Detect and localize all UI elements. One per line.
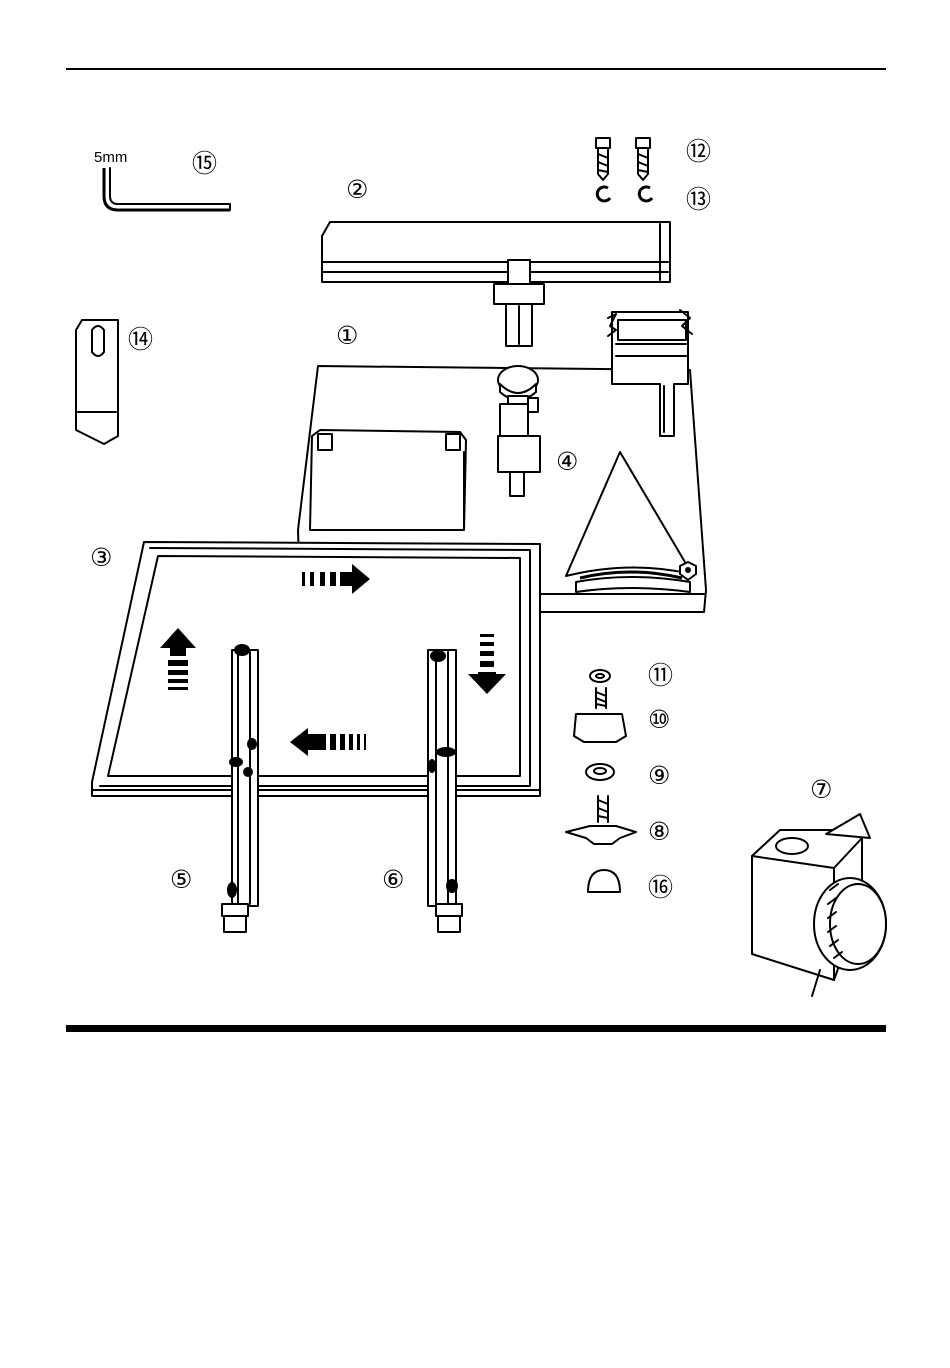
callout-4: ④	[556, 447, 578, 476]
cap-part	[588, 870, 620, 892]
washer-large-part	[586, 764, 614, 780]
callout-1: ①	[336, 321, 358, 350]
blade-part	[76, 320, 118, 444]
sharpener-block-part	[752, 814, 886, 996]
callout-6: ⑥	[382, 865, 404, 894]
hex-key-size-label: 5mm	[94, 149, 127, 166]
thumb-screw-part	[574, 688, 626, 742]
callout-3: ③	[90, 543, 112, 572]
washers-part	[597, 187, 652, 201]
callout-5: ⑤	[170, 865, 192, 894]
callout-2: ②	[346, 175, 368, 204]
screws-part	[596, 138, 650, 180]
washer-small-part	[590, 670, 610, 682]
sliding-table-part	[92, 542, 540, 796]
callout-15: ⑮	[192, 149, 217, 178]
callout-10: ⑩	[648, 705, 670, 734]
callout-13: ⑬	[686, 185, 711, 214]
wing-screw-part	[566, 796, 636, 844]
callout-8: ⑧	[648, 817, 670, 846]
runner-rail-right-part	[428, 650, 462, 932]
callout-14: ⑭	[128, 325, 153, 354]
footer-rule	[66, 1025, 886, 1032]
callout-12: ⑫	[686, 137, 711, 166]
callout-7: ⑦	[810, 775, 832, 804]
callout-11: ⑪	[648, 661, 673, 690]
callout-9: ⑨	[648, 761, 670, 790]
callout-16: ⑯	[648, 873, 673, 902]
